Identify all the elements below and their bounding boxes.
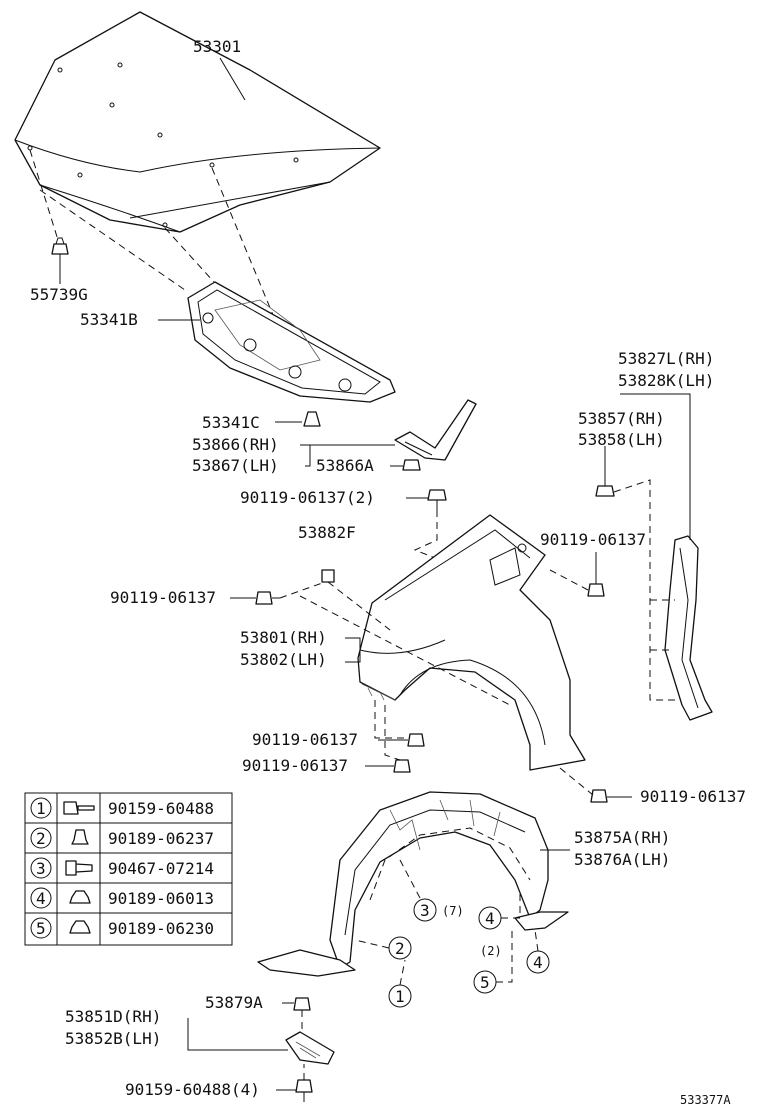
splash-lh-label: 53852B(LH) xyxy=(65,1029,161,1048)
bottom-screw-icon xyxy=(295,1079,313,1102)
protector-lh-label: 53828K(LH) xyxy=(618,371,714,390)
liner-clip-label: 53879A xyxy=(205,993,263,1012)
hood-label: 53301 xyxy=(193,37,241,56)
bolt-right-label: 90119-06137 xyxy=(540,530,646,549)
fender-liner xyxy=(257,791,569,977)
legend-part-number: 90189-06230 xyxy=(108,919,214,938)
legend-row: 2 90189-06237 xyxy=(30,827,214,849)
bolt-left-icon xyxy=(255,591,280,605)
insulator-clip-icon xyxy=(303,411,321,427)
callout-4a: 4 (2) xyxy=(478,906,502,958)
bolt-lower-2-icon xyxy=(393,759,411,773)
hood-insulator xyxy=(187,281,396,403)
legend-part-number: 90189-06237 xyxy=(108,829,214,848)
hood-insulator-label: 53341B xyxy=(80,310,138,329)
legend-number: 4 xyxy=(36,889,46,908)
legend-row: 3 90467-07214 xyxy=(30,857,214,879)
hood-panel xyxy=(14,11,381,233)
protector-rh-label: 53827L(RH) xyxy=(618,349,714,368)
legend-number: 3 xyxy=(36,859,46,878)
legend-row: 4 90189-06013 xyxy=(30,887,214,909)
push-clip-icon xyxy=(71,829,89,845)
bolt-lower-2-label: 90119-06137 xyxy=(242,756,348,775)
rivet-clip-icon xyxy=(65,860,93,876)
legend-number: 5 xyxy=(36,919,46,938)
hood-nut-icon xyxy=(51,237,69,255)
cushion-icon xyxy=(321,569,335,583)
callout-1: 1 xyxy=(388,984,412,1008)
grommet-clip-icon xyxy=(69,890,91,904)
cushion-label: 53882F xyxy=(298,523,356,542)
legend-row: 5 90189-06230 xyxy=(30,917,214,939)
legend-part-number: 90467-07214 xyxy=(108,859,214,878)
legend-number-circle xyxy=(30,797,52,819)
seal-side-lh-label: 53858(LH) xyxy=(578,430,665,449)
illustration-number: 533377A xyxy=(680,1093,731,1107)
legend-number-circle xyxy=(30,887,52,909)
liner-lh-label: 53876A(LH) xyxy=(574,850,670,869)
screw-bottom-label: 90159-60488(4) xyxy=(125,1080,260,1099)
hood-nut-label: 55739G xyxy=(30,285,88,304)
bolt-bottom-right-label: 90119-06137 xyxy=(640,787,746,806)
hood-seal xyxy=(394,399,477,461)
legend-row: 1 90159-60488 xyxy=(30,797,214,819)
screw-icon xyxy=(63,801,95,815)
callout-5: 5 xyxy=(473,970,497,994)
splash-rh-label: 53851D(RH) xyxy=(65,1007,161,1026)
svg-text:(7): (7) xyxy=(442,904,464,918)
legend-number-circle xyxy=(30,827,52,849)
callout-2: 2 xyxy=(388,936,412,960)
legend-number: 1 xyxy=(36,799,46,818)
liner-clip-icon xyxy=(293,997,311,1011)
fender-rh-label: 53801(RH) xyxy=(240,628,327,647)
svg-text:4: 4 xyxy=(533,953,543,972)
side-seal-clip-icon xyxy=(595,485,615,497)
hood-leaders xyxy=(29,57,311,389)
legend-number: 2 xyxy=(36,829,46,848)
svg-text:(2): (2) xyxy=(480,944,502,958)
bolt-right-icon xyxy=(587,583,605,597)
seal-side-rh-label: 53857(RH) xyxy=(578,409,665,428)
bolt-top-icon xyxy=(427,489,447,510)
grommet-clip-icon xyxy=(69,920,91,934)
legend-part-number: 90159-60488 xyxy=(108,799,214,818)
svg-text:5: 5 xyxy=(480,973,490,992)
seal-lh-label: 53867(LH) xyxy=(192,456,279,475)
front-fender xyxy=(357,514,586,771)
liner-rh-label: 53875A(RH) xyxy=(574,828,670,847)
fastener-legend xyxy=(24,792,233,946)
callout-4b: 4 xyxy=(526,950,550,974)
seal-clip-label: 53866A xyxy=(316,456,374,475)
bolt-lower-1-icon xyxy=(407,733,425,747)
bolt-bottom-right-icon xyxy=(590,789,608,803)
legend-number-circle xyxy=(30,857,52,879)
callout-3: 3 (7) xyxy=(413,898,464,922)
svg-text:4: 4 xyxy=(485,909,495,928)
bolt-top-label: 90119-06137(2) xyxy=(240,488,375,507)
bolt-left-label: 90119-06137 xyxy=(110,588,216,607)
svg-text:1: 1 xyxy=(395,987,405,1006)
seal-rh-label: 53866(RH) xyxy=(192,435,279,454)
fender-lh-label: 53802(LH) xyxy=(240,650,327,669)
bolt-lower-1-label: 90119-06137 xyxy=(252,730,358,749)
svg-text:3: 3 xyxy=(420,901,430,920)
seal-clip-icon xyxy=(402,459,421,471)
fender-protector xyxy=(664,535,713,721)
svg-text:2: 2 xyxy=(395,939,405,958)
splash-shield xyxy=(285,1031,335,1065)
insulator-clip-label: 53341C xyxy=(202,413,260,432)
legend-part-number: 90189-06013 xyxy=(108,889,214,908)
legend-number-circle xyxy=(30,917,52,939)
